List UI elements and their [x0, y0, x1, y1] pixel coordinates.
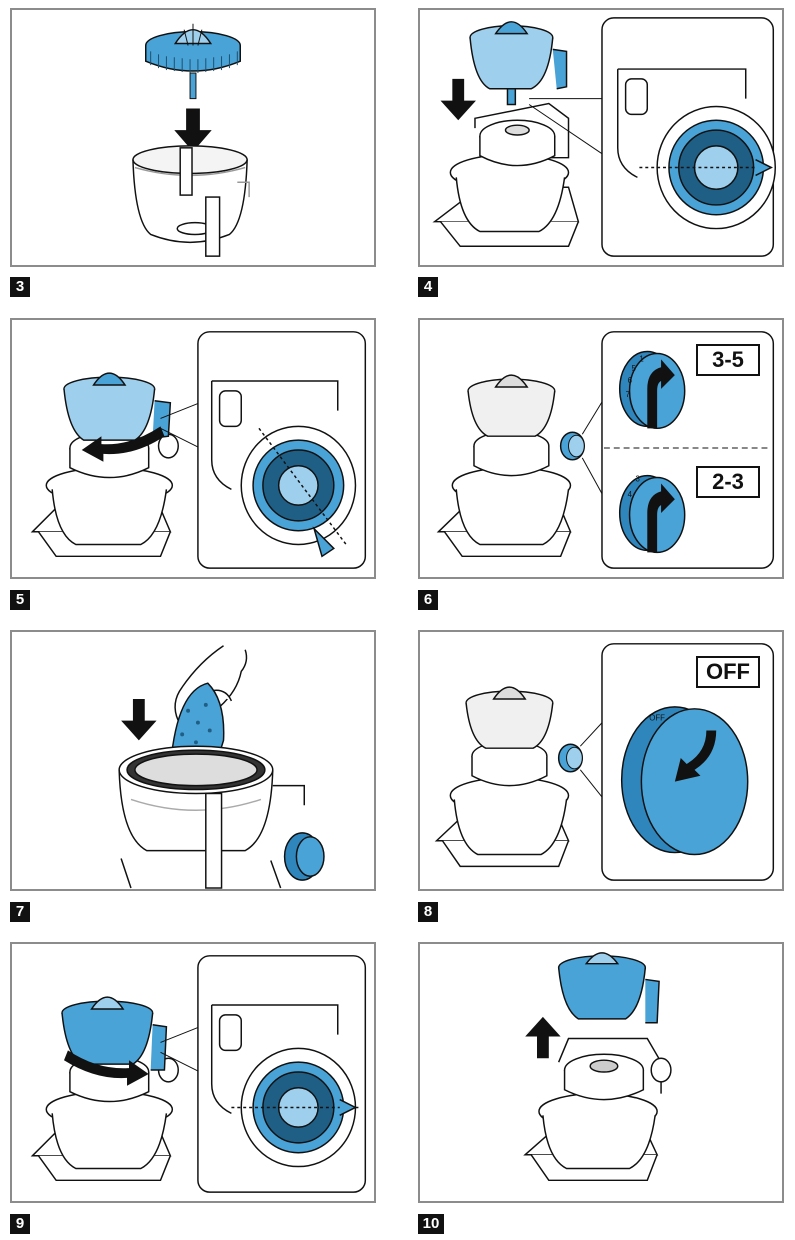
- unlock-juicer-rotate-illustration: [12, 944, 374, 1201]
- step-number-8: 8: [418, 902, 438, 922]
- step-9-panel: [10, 942, 376, 1203]
- place-juicer-on-machine-illustration: [420, 10, 782, 265]
- juicer-bowl: [64, 373, 170, 440]
- speed-dial-knob: [561, 432, 585, 460]
- food-processor-base: [435, 104, 579, 247]
- step-number-10: 10: [418, 1214, 444, 1234]
- dial-top: 1 5 6 7: [620, 352, 685, 429]
- step-4-panel: [418, 8, 784, 267]
- step-number-6: 6: [418, 590, 438, 610]
- dial-bottom: 3 4: [620, 474, 685, 552]
- juicer-bowl: [559, 953, 659, 1023]
- up-arrow-icon: [525, 1017, 560, 1058]
- speed-setting-label: 3-5: [696, 344, 760, 376]
- step-number-7: 7: [10, 902, 30, 922]
- remove-juicer-illustration: [420, 944, 782, 1201]
- dial-mark: 3: [635, 474, 640, 483]
- off-setting-label: OFF: [696, 656, 760, 688]
- food-processor-base: [525, 1039, 671, 1181]
- dial-mark: 5: [632, 364, 637, 373]
- speed-setting-label: 2-3: [696, 466, 760, 498]
- juicer-cone: [146, 24, 241, 99]
- step-3-panel: [10, 8, 376, 267]
- speed-dial-knob: [559, 744, 583, 772]
- juicer-bowl-close-up: [119, 746, 304, 888]
- food-processor-base: [437, 687, 569, 866]
- step-6-panel: 1 5 6 7 3 4 3-5 2-3: [418, 318, 784, 579]
- food-processor-base: [439, 375, 571, 556]
- step-10-panel: [418, 942, 784, 1203]
- step-number-5: 5: [10, 590, 30, 610]
- step-number-9: 9: [10, 1214, 30, 1234]
- press-fruit-illustration: [12, 632, 374, 889]
- down-arrow-icon: [121, 699, 156, 740]
- step-number-3: 3: [10, 277, 30, 297]
- dial-mark: 4: [628, 490, 633, 499]
- attach-juicer-cone-illustration: [12, 10, 374, 265]
- step-7-panel: [10, 630, 376, 891]
- juicer-bowl: [470, 22, 566, 105]
- dial-enlarged: OFF: [622, 707, 748, 855]
- speed-dial-knob: [285, 833, 324, 880]
- dial-off-mark: OFF: [649, 714, 665, 723]
- down-arrow-icon: [441, 79, 476, 120]
- step-number-4: 4: [418, 277, 438, 297]
- dial-mark: 6: [628, 376, 633, 385]
- dial-mark: 7: [626, 390, 630, 399]
- juice-jug: [133, 146, 249, 256]
- dial-mark: 1: [639, 354, 643, 363]
- step-8-panel: OFF OFF: [418, 630, 784, 891]
- step-5-panel: [10, 318, 376, 579]
- lock-juicer-rotate-illustration: [12, 320, 374, 577]
